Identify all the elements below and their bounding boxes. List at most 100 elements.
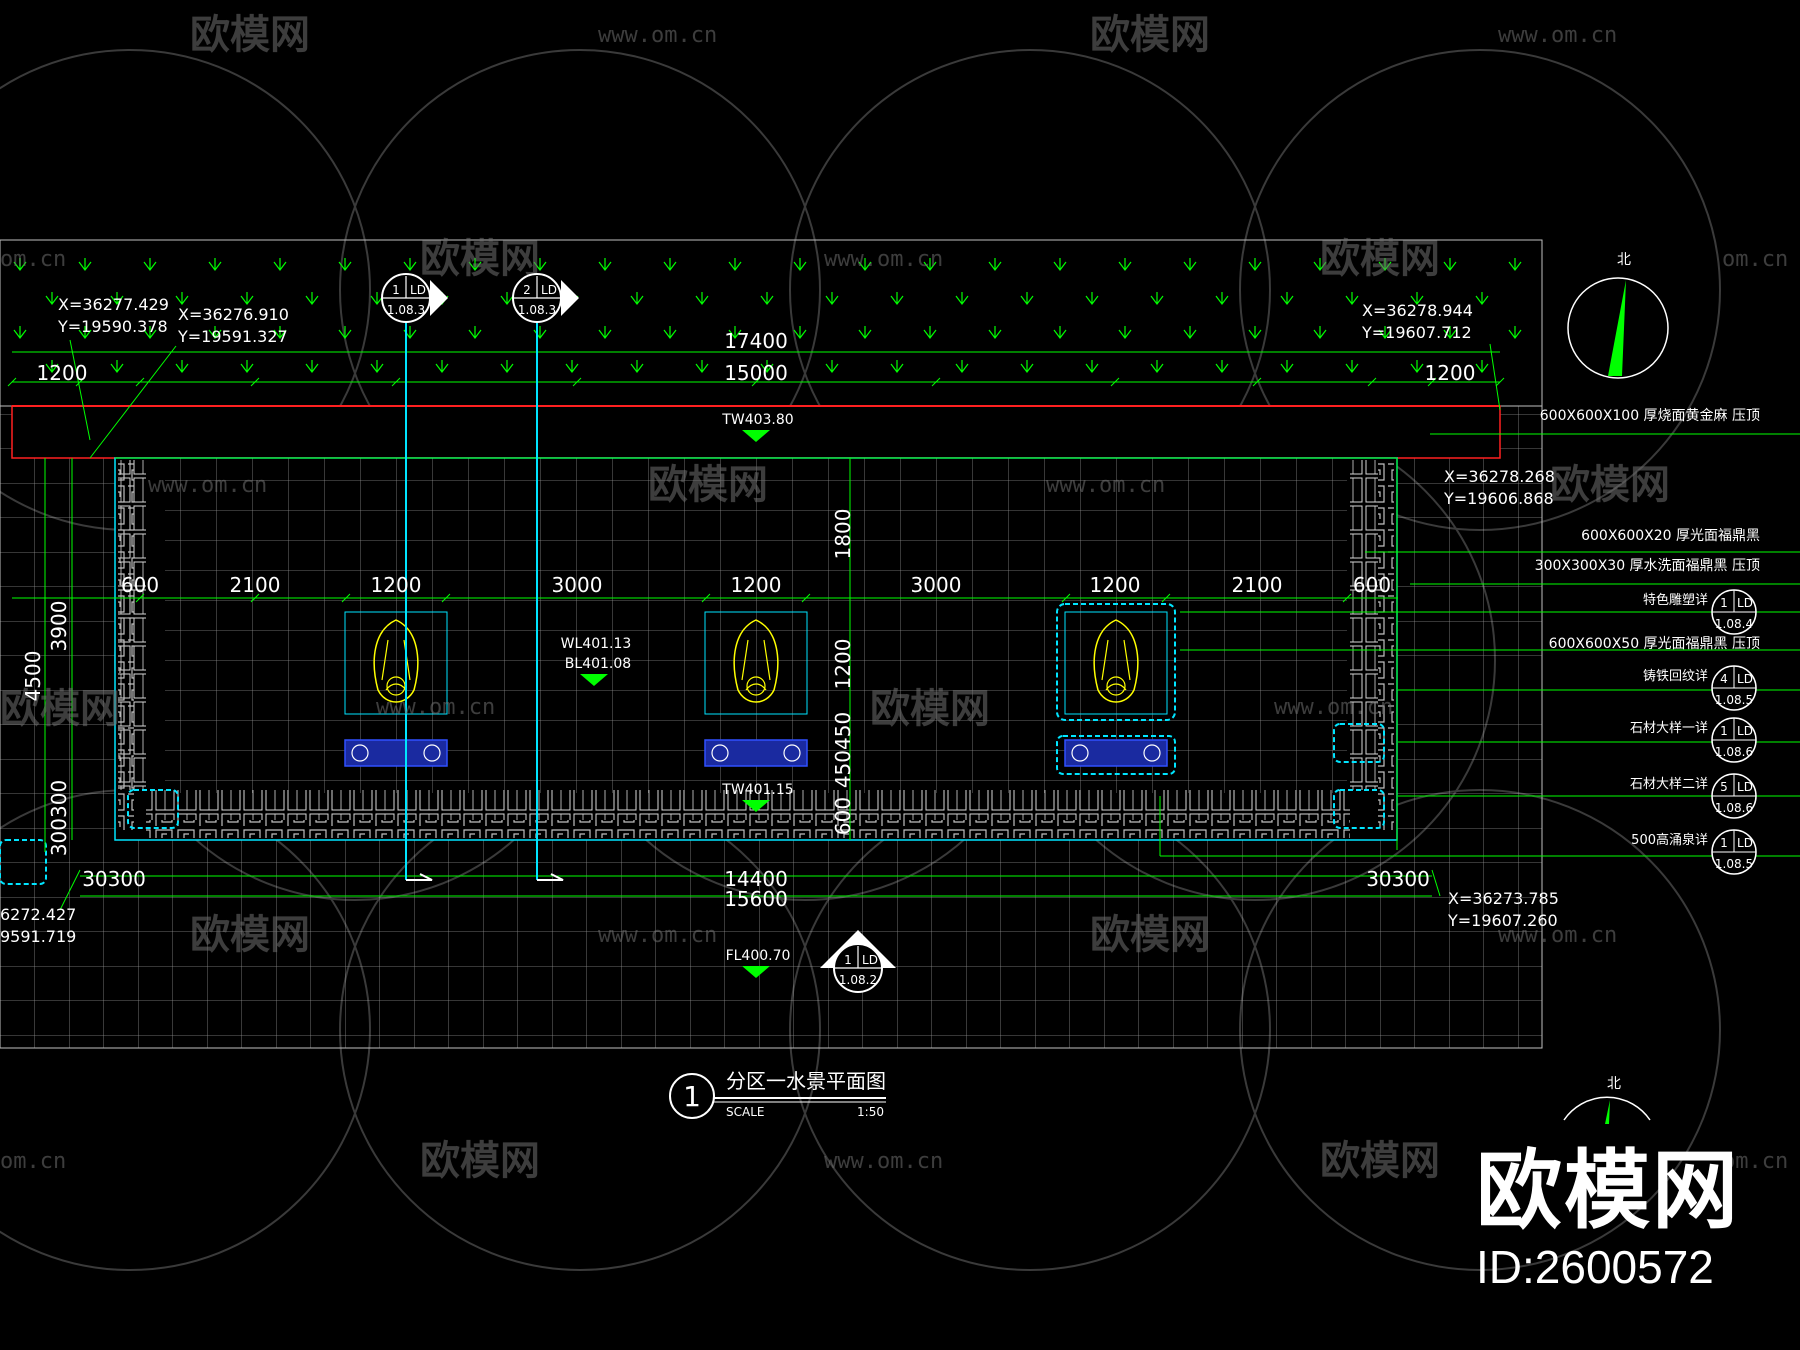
watermark-url: www.om.cn <box>1046 473 1165 498</box>
annotation-text: 300X300X30 厚水洗面福鼎黑 压顶 <box>1535 558 1760 574</box>
dimension-label: 2100 <box>230 573 281 597</box>
dimension-tick <box>250 377 260 387</box>
annotation-text: 铸铁回纹详 <box>1643 668 1708 684</box>
level-triangle <box>742 966 770 978</box>
sculpture <box>344 611 448 767</box>
annotation-text: 特色雕塑详 <box>1643 592 1708 608</box>
coord-x: 6272.427 <box>0 905 76 924</box>
watermark-url: www.om.cn <box>148 473 267 498</box>
plant-symbol <box>923 258 937 271</box>
annotation-text: 500高涌泉详 <box>1631 832 1708 848</box>
watermark-url: om.cn <box>0 247 66 272</box>
dimension-label: 1200 <box>1090 573 1141 597</box>
plant-symbol <box>1183 326 1197 339</box>
level-markers <box>580 430 770 978</box>
plant-symbol <box>630 360 644 373</box>
dimension-tick <box>751 377 761 387</box>
annotation-text: 600X600X50 厚光面福鼎黑 压顶 <box>1549 636 1760 652</box>
svg-text:LD: LD <box>541 283 557 297</box>
annotation-bubble-sheet: 1.08.5 <box>1715 857 1753 871</box>
annotation-bubble-sheet: 1.08.6 <box>1715 801 1753 815</box>
plant-symbol <box>110 360 124 373</box>
leader-line <box>89 345 177 459</box>
plant-symbol <box>760 292 774 305</box>
plant-symbol <box>1443 258 1457 271</box>
dimension-label: 1800 <box>831 509 855 560</box>
dimension-tick <box>572 377 582 387</box>
dimension-tick <box>1252 377 1262 387</box>
plant-symbol <box>370 292 384 305</box>
plant-symbol <box>955 360 969 373</box>
watermark-url: www.om.cn <box>1274 695 1393 720</box>
plant-symbol <box>1118 326 1132 339</box>
stone-pad <box>127 789 179 829</box>
plant-symbol <box>435 360 449 373</box>
annotation-bubble-num: 1 <box>1720 596 1728 610</box>
coord-y: Y=19590.378 <box>57 317 168 336</box>
dimension-label: 3900 <box>47 601 71 652</box>
plant-symbol <box>890 360 904 373</box>
svg-text:1.08.2: 1.08.2 <box>839 973 877 987</box>
annotation-bubble-num: 4 <box>1720 672 1728 686</box>
plant-symbol <box>988 326 1002 339</box>
plant-symbol <box>1475 360 1489 373</box>
section-marker-2: 2 LD 1.08.3 <box>512 273 579 323</box>
plant-symbol <box>1248 326 1262 339</box>
brand-block: 欧模网 ID:2600572 <box>1476 1143 1740 1295</box>
dimension-tick <box>391 377 401 387</box>
plant-symbol <box>1345 360 1359 373</box>
dimension-tick <box>931 377 941 387</box>
plant-symbol <box>1215 360 1229 373</box>
plant-symbol <box>1378 326 1392 339</box>
coord-x: X=36273.785 <box>1448 889 1559 908</box>
plant-symbol <box>1508 326 1522 339</box>
dimension-label: 4500 <box>21 651 45 702</box>
level-triangle <box>580 674 608 686</box>
brand-name: 欧模网 <box>1476 1141 1740 1241</box>
dimension-tick <box>1110 377 1120 387</box>
watermark-url: www.om.cn <box>824 247 943 272</box>
plant-symbol <box>1280 292 1294 305</box>
dimension-tick <box>441 593 451 603</box>
dimension-tick <box>1427 377 1437 387</box>
plant-symbol <box>858 326 872 339</box>
section-marker-3: 1 LD 1.08.2 <box>820 930 896 993</box>
watermark-url: www.om.cn <box>376 695 495 720</box>
dimension-label: 600 <box>831 797 855 835</box>
plant-symbol <box>1215 292 1229 305</box>
plant-symbol <box>1020 292 1034 305</box>
sculpture <box>1056 603 1176 775</box>
level-label: FL400.70 <box>726 948 791 964</box>
plant-symbol <box>955 292 969 305</box>
plant-symbol <box>1183 258 1197 271</box>
stone-pad <box>0 839 47 885</box>
annotation-bubble-code: LD <box>1737 672 1753 686</box>
svg-text:1: 1 <box>844 953 852 967</box>
plant-symbol <box>110 292 124 305</box>
plant-symbol <box>728 258 742 271</box>
plant-symbol <box>78 326 92 339</box>
watermark-logo-text: 欧模网 <box>1550 462 1670 508</box>
title-text: 分区一水景平面图 <box>726 1069 886 1093</box>
plant-symbol <box>1345 292 1359 305</box>
plant-symbol <box>988 258 1002 271</box>
watermark-logo-text: 欧模网 <box>870 686 990 732</box>
coord-x: X=36276.910 <box>178 305 289 324</box>
coord-y: Y=19606.868 <box>1443 489 1554 508</box>
annotation-text: 600X600X100 厚烧面黄金麻 压顶 <box>1540 407 1760 424</box>
plant-symbol <box>1410 292 1424 305</box>
dimension-tick <box>801 593 811 603</box>
watermark-logo-text: 欧模网 <box>1320 1138 1440 1184</box>
dimension-label: 30300 <box>1366 867 1430 891</box>
plant-symbol <box>598 258 612 271</box>
dimension-tick <box>701 593 711 603</box>
watermark-url: www.om.cn <box>598 923 717 948</box>
dimension-label: 30300 <box>82 867 146 891</box>
plant-symbol <box>500 360 514 373</box>
watermark-logo-text: 欧模网 <box>1090 12 1210 58</box>
plant-symbol <box>533 326 547 339</box>
watermark-logo-text: 欧模网 <box>420 236 540 282</box>
